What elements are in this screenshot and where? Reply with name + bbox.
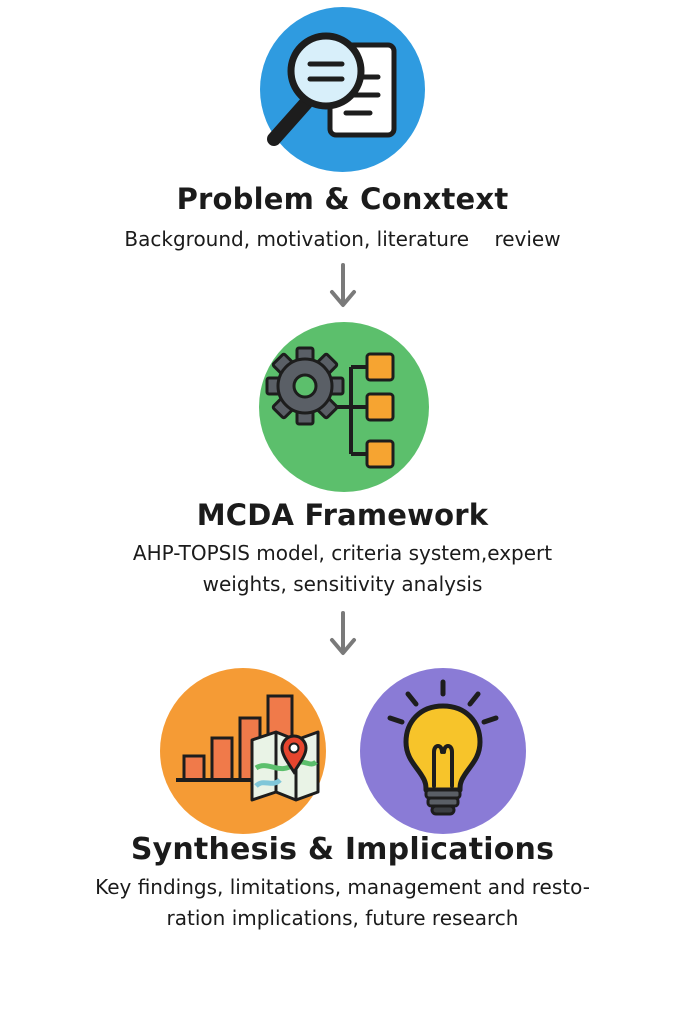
stage-2-description-line-1: AHP-TOPSIS model, criteria system,expert [132,541,553,565]
stage-3-left-circle [160,668,326,834]
lightbulb-icon [387,679,499,816]
stage-1-description: Background, motivation, literature revie… [0,224,685,255]
stage-3-right-circle [360,668,526,834]
stage-2-title: MCDA Framework [196,498,489,532]
stage-1-title: Problem & Conxtext [176,182,509,216]
stage-2-description-line-2: weights, sensitivity analysis [202,572,483,596]
magnifier-document-icon [267,32,397,146]
down-arrow-icon [330,611,356,655]
stage-3-title: Synthesis & Implications [130,832,555,867]
down-arrow-icon [330,263,356,307]
stage-3-description-line-2: ration implications, future research [166,906,519,930]
stage-2-description: AHP-TOPSIS model, criteria system,expert… [0,538,685,600]
stage-1-description-line: Background, motivation, literature revie… [124,227,561,251]
stage-2-circle [259,322,429,492]
stage-3-description-line-1: Key findings, limitations, management an… [95,875,590,899]
gear-icon [265,346,345,426]
stage-3-description: Key findings, limitations, management an… [0,872,685,934]
stage-1-circle [260,7,425,172]
gear-hierarchy-icon [265,346,395,469]
bar-chart-map-icon [176,694,320,802]
